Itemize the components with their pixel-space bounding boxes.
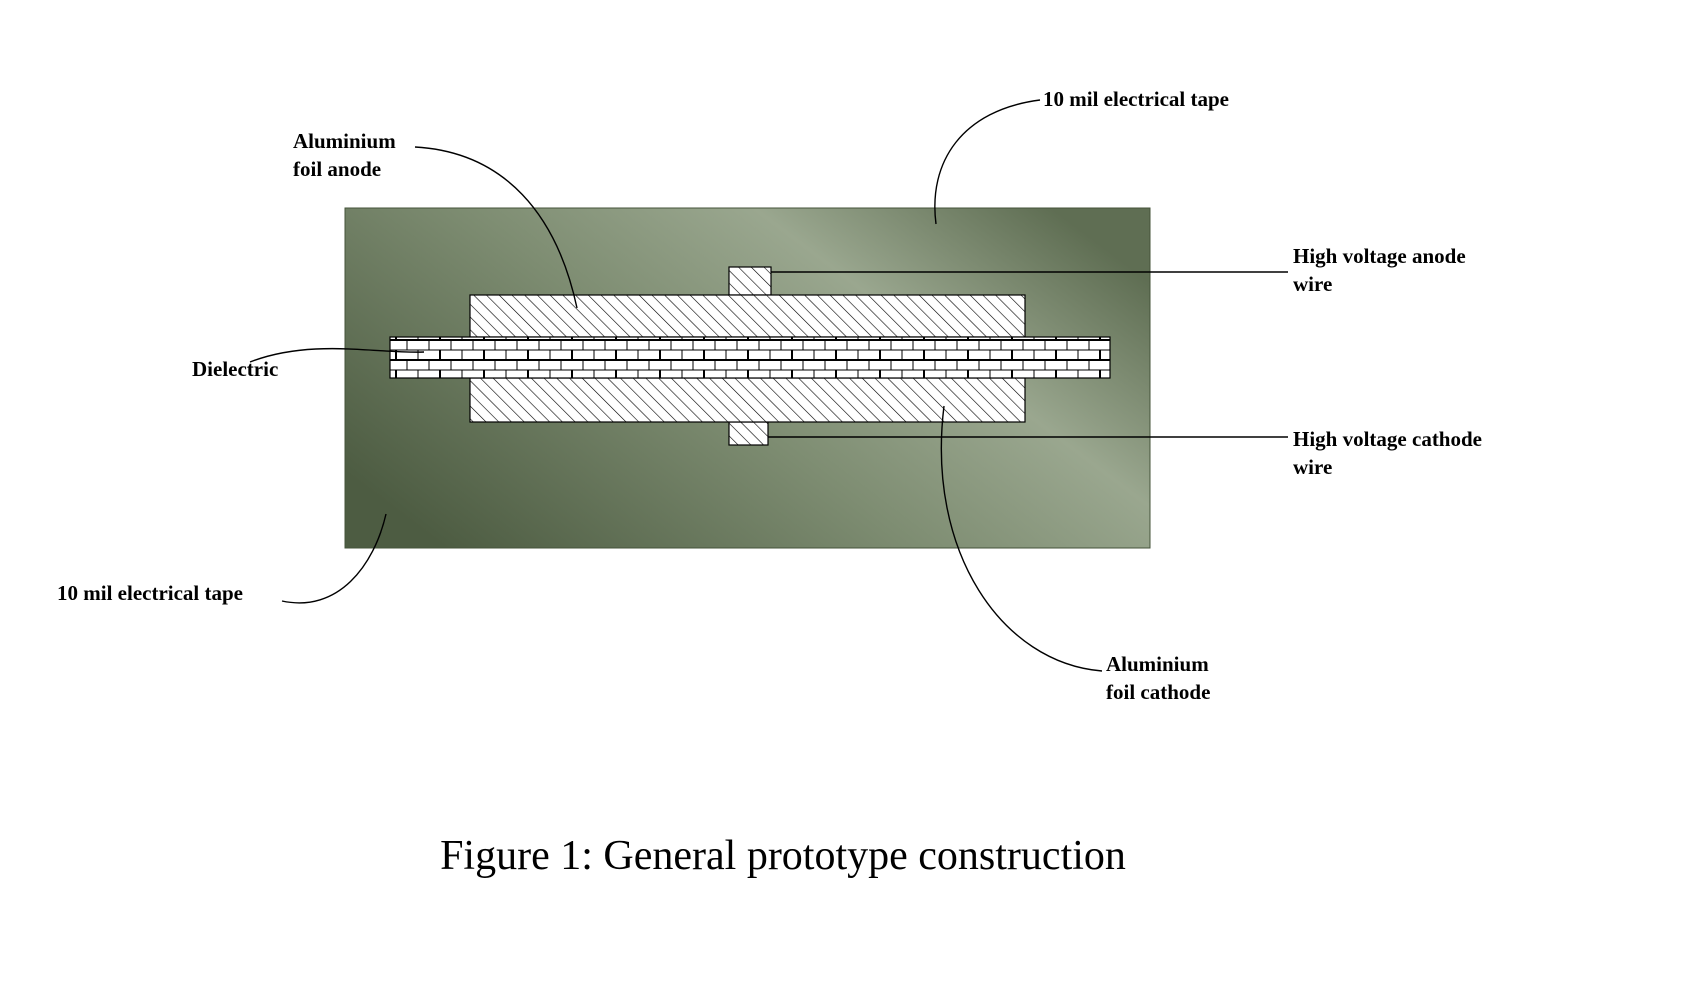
anode-wire-tab xyxy=(728,266,772,296)
tape-top-leader-line xyxy=(934,99,1041,225)
dielectric-layer xyxy=(389,336,1111,379)
label-aluminium-foil-anode: Aluminium foil anode xyxy=(293,129,396,181)
label-aluminium-foil-cathode: Aluminium foil cathode xyxy=(1106,652,1211,704)
label-electrical-tape-top: 10 mil electrical tape xyxy=(1043,87,1230,111)
tape-bottom-leader-line xyxy=(281,513,387,604)
label-high-voltage-anode-wire: High voltage anode wire xyxy=(1293,244,1466,296)
anode-foil-leader-line xyxy=(414,146,578,309)
anode-foil xyxy=(469,294,1026,338)
cathode-foil-leader-line xyxy=(940,405,1103,672)
figure-caption: Figure 1: General prototype construction xyxy=(440,833,1126,879)
label-dielectric: Dielectric xyxy=(192,357,279,381)
cathode-foil xyxy=(469,377,1026,423)
dielectric-leader-line xyxy=(249,347,425,363)
label-electrical-tape-bottom: 10 mil electrical tape xyxy=(57,581,244,605)
cathode-wire-tab xyxy=(728,421,769,446)
label-high-voltage-cathode-wire: High voltage cathode wire xyxy=(1293,427,1482,479)
